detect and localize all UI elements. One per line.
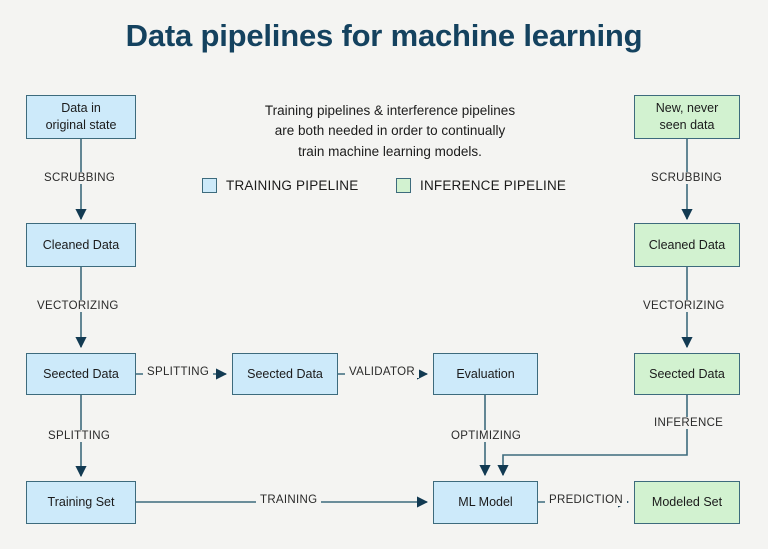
node-label: Seected Data: [649, 366, 725, 381]
legend-swatch-training-icon: [202, 178, 217, 193]
edge-label-splitting-right: SPLITTING: [143, 366, 214, 378]
description-line-2: are both needed in order to continually: [274, 123, 506, 139]
node-selected-data-mid[interactable]: Seected Data: [232, 353, 338, 395]
edge-label-training: TRAINING: [256, 494, 322, 506]
description-line-1: Training pipelines & interference pipeli…: [264, 103, 516, 118]
node-cleaned-data-right[interactable]: Cleaned Data: [634, 223, 740, 267]
node-label: Cleaned Data: [648, 237, 726, 252]
edge-label-scrubbing-right: SCRUBBING: [647, 172, 727, 184]
edge-label-optimizing: OPTIMIZING: [447, 430, 526, 442]
edge-label-scrubbing-left: SCRUBBING: [40, 172, 120, 184]
node-modeled-set[interactable]: Modeled Set: [634, 481, 740, 524]
node-cleaned-data-left[interactable]: Cleaned Data: [26, 223, 136, 267]
node-label: ML Model: [458, 495, 513, 510]
node-label: Evaluation: [456, 366, 515, 381]
legend-label-inference: INFERENCE PIPELINE: [420, 178, 567, 193]
legend-label-training: TRAINING PIPELINE: [226, 178, 359, 193]
description-line-3: train machine learning models.: [298, 143, 482, 159]
node-label: Seected Data: [43, 366, 119, 381]
node-label: Training Set: [47, 495, 115, 510]
legend-swatch-inference-icon: [396, 178, 411, 193]
node-selected-data-right[interactable]: Seected Data: [634, 353, 740, 395]
edge-label-vectorizing-left: VECTORIZING: [33, 300, 123, 312]
node-new-unseen-data[interactable]: New, never seen data: [634, 95, 740, 139]
edge-label-vectorizing-right: VECTORIZING: [639, 300, 729, 312]
node-label: New, never seen data: [655, 101, 719, 132]
edge-label-inference: INFERENCE: [650, 417, 728, 429]
edge-label-validator: VALIDATOR: [345, 366, 419, 378]
edge-label-splitting-down: SPLITTING: [44, 430, 115, 442]
node-training-set[interactable]: Training Set: [26, 481, 136, 524]
node-label: Data in original state: [45, 101, 117, 132]
page-title: Data pipelines for machine learning: [125, 18, 643, 53]
node-label: Modeled Set: [651, 495, 723, 510]
edge-label-prediction: PREDICTION: [545, 494, 627, 506]
description-text: Training pipelines & interference pipeli…: [190, 101, 590, 162]
node-label: Seected Data: [247, 366, 323, 381]
node-label: Cleaned Data: [42, 237, 120, 252]
node-selected-data-left[interactable]: Seected Data: [26, 353, 136, 395]
node-evaluation[interactable]: Evaluation: [433, 353, 538, 395]
node-data-original[interactable]: Data in original state: [26, 95, 136, 139]
legend-item-training: TRAINING PIPELINE: [202, 178, 358, 193]
legend-item-inference: INFERENCE PIPELINE: [396, 178, 566, 193]
node-ml-model[interactable]: ML Model: [433, 481, 538, 524]
